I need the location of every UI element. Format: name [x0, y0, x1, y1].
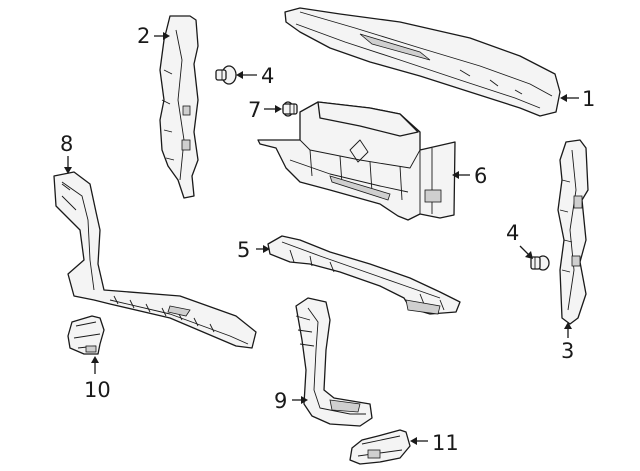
- part-10-small-bracket: [67, 315, 105, 355]
- callout-9: 9: [274, 389, 287, 413]
- part-4-push-pin-upper: [215, 65, 237, 85]
- callout-5: 5: [237, 238, 250, 262]
- callout-4-upper: 4: [261, 64, 274, 88]
- callout-1: 1: [582, 87, 595, 111]
- part-1-upper-deflector: [284, 7, 561, 117]
- part-7-fastener: [282, 101, 298, 117]
- callout-7: 7: [248, 98, 261, 122]
- callout-3: 3: [561, 339, 574, 363]
- callout-4-lower: 4: [506, 221, 519, 245]
- callout-8: 8: [60, 132, 73, 156]
- part-11-bracket: [349, 429, 411, 465]
- callout-10: 10: [84, 378, 111, 402]
- part-4-push-pin-lower: [530, 255, 550, 271]
- callout-11: 11: [432, 431, 459, 455]
- leader-lines: [64, 32, 579, 445]
- part-2-left-baffle: [159, 15, 199, 199]
- callout-2: 2: [137, 24, 150, 48]
- part-9-lower-support: [295, 297, 373, 427]
- part-5-lower-bracket: [267, 235, 461, 315]
- part-8-left-support: [53, 171, 257, 349]
- part-6-shroud-assembly: [257, 101, 456, 221]
- callout-6: 6: [474, 164, 487, 188]
- part-3-right-baffle: [557, 139, 589, 325]
